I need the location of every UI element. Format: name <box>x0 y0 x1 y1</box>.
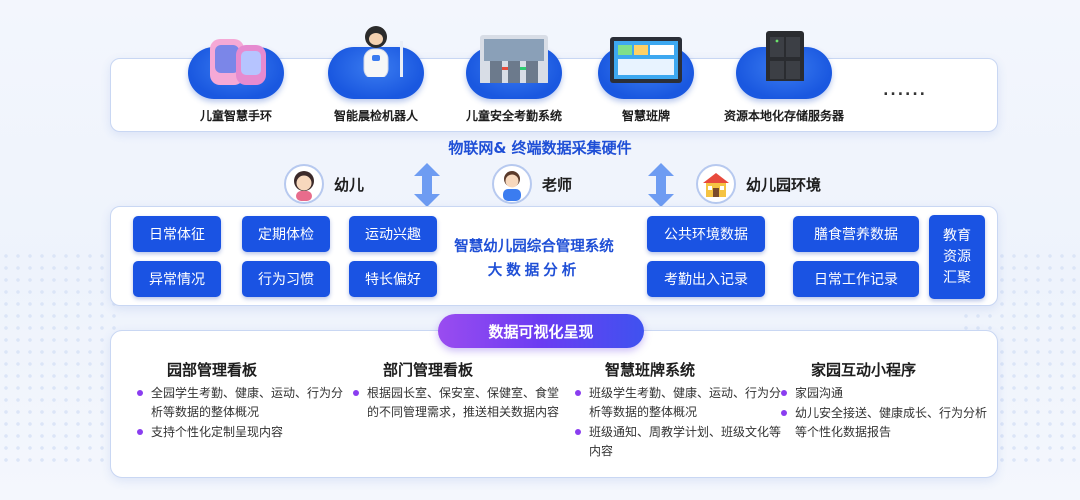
smart-watch-icon <box>210 39 266 85</box>
board-title: 园部管理看板 <box>167 361 258 379</box>
school-building-icon <box>696 164 736 204</box>
board-item-text: 幼儿安全接送、健康成长、行为分析等个性化数据报告 <box>795 406 988 439</box>
hardware-item-gate[interactable]: 儿童安全考勤系统 <box>439 35 589 124</box>
gate-pill <box>466 35 562 99</box>
board-title: 家园互动小程序 <box>811 361 917 379</box>
more-hardware-ellipsis: ...... <box>883 83 927 99</box>
board-item-text: 家园沟通 <box>795 386 844 400</box>
bidirectional-arrow-icon <box>648 163 674 207</box>
board-item-text: 支持个性化定制呈现内容 <box>151 425 284 439</box>
visualization-header: 数据可视化呈现 <box>438 314 644 348</box>
board-item: 全园学生考勤、健康、运动、行为分析等数据的整体概况 <box>135 384 345 422</box>
tag-daily-signs[interactable]: 日常体征 <box>133 216 221 252</box>
board-item: 支持个性化定制呈现内容 <box>135 423 345 442</box>
bullet-icon <box>353 390 359 396</box>
tag-attendance-records[interactable]: 考勤出入记录 <box>647 261 765 297</box>
tag-behavior-habits[interactable]: 行为习惯 <box>242 261 330 297</box>
bidirectional-arrow-icon <box>414 163 440 207</box>
hardware-label: 资源本地化存储服务器 <box>723 109 844 123</box>
board-item-text: 班级学生考勤、健康、运动、行为分析等数据的整体概况 <box>589 386 782 419</box>
board-item-text: 根据园长室、保安室、保健室、食堂的不同管理需求，推送相关数据内容 <box>367 386 560 419</box>
board-item-list: 根据园长室、保安室、保健室、食堂的不同管理需求，推送相关数据内容 <box>351 384 561 422</box>
role-label: 幼儿园环境 <box>746 175 822 194</box>
iot-caption: 物联网& 终端数据采集硬件 <box>448 139 632 157</box>
board-title: 部门管理看板 <box>383 361 474 379</box>
visualization-panel: 园部管理看板 全园学生考勤、健康、运动、行为分析等数据的整体概况 支持个性化定制… <box>110 330 998 478</box>
tag-sports-interest[interactable]: 运动兴趣 <box>349 216 437 252</box>
smart-board-icon <box>610 37 682 83</box>
attendance-gate-icon <box>480 35 548 83</box>
board-item: 根据园长室、保安室、保健室、食堂的不同管理需求，推送相关数据内容 <box>351 384 561 422</box>
board-pill <box>598 37 694 99</box>
tag-meal-nutrition[interactable]: 膳食营养数据 <box>793 216 919 252</box>
bullet-icon <box>575 390 581 396</box>
board-item-list: 全园学生考勤、健康、运动、行为分析等数据的整体概况 支持个性化定制呈现内容 <box>135 384 345 442</box>
board-home-school-miniapp[interactable]: 家园互动小程序 家园沟通 幼儿安全接送、健康成长、行为分析等个性化数据报告 <box>779 359 989 443</box>
hardware-item-watch[interactable]: 儿童智慧手环 <box>161 39 311 124</box>
board-department-management[interactable]: 部门管理看板 根据园长室、保安室、保健室、食堂的不同管理需求，推送相关数据内容 <box>351 359 561 423</box>
tag-talents[interactable]: 特长偏好 <box>349 261 437 297</box>
system-title-sub: 大数据分析 <box>487 263 581 279</box>
board-item: 幼儿安全接送、健康成长、行为分析等个性化数据报告 <box>779 404 989 442</box>
decorative-dots-left <box>0 250 120 470</box>
role-label: 幼儿 <box>334 175 365 194</box>
tag-daily-work[interactable]: 日常工作记录 <box>793 261 919 297</box>
role-label: 老师 <box>542 175 573 194</box>
analytics-panel: 日常体征 定期体检 运动兴趣 异常情况 行为习惯 特长偏好 智慧幼儿园综合管理系… <box>110 206 998 306</box>
hardware-item-smart-board[interactable]: 智慧班牌 <box>571 37 721 124</box>
robot-icon <box>363 26 403 77</box>
tag-regular-checkup[interactable]: 定期体检 <box>242 216 330 252</box>
board-title: 智慧班牌系统 <box>605 361 696 379</box>
board-item: 班级学生考勤、健康、运动、行为分析等数据的整体概况 <box>573 384 783 422</box>
hardware-label: 儿童安全考勤系统 <box>465 109 562 123</box>
tag-public-environment[interactable]: 公共环境数据 <box>647 216 765 252</box>
board-item: 班级通知、周教学计划、班级文化等内容 <box>573 423 783 461</box>
storage-server-icon <box>766 31 804 81</box>
hardware-label: 智能晨检机器人 <box>333 109 418 123</box>
server-pill <box>736 31 832 99</box>
bullet-icon <box>137 429 143 435</box>
board-item-list: 班级学生考勤、健康、运动、行为分析等数据的整体概况 班级通知、周教学计划、班级文… <box>573 384 783 461</box>
role-child[interactable]: 幼儿 <box>284 164 364 204</box>
board-item-text: 班级通知、周教学计划、班级文化等内容 <box>589 425 782 458</box>
robot-pill <box>328 26 424 99</box>
hardware-label: 儿童智慧手环 <box>199 109 272 123</box>
tag-education-resources[interactable]: 教育资源汇聚 <box>929 215 985 299</box>
bullet-icon <box>137 390 143 396</box>
bullet-icon <box>781 410 787 416</box>
board-smart-class-system[interactable]: 智慧班牌系统 班级学生考勤、健康、运动、行为分析等数据的整体概况 班级通知、周教… <box>573 359 783 462</box>
board-campus-management[interactable]: 园部管理看板 全园学生考勤、健康、运动、行为分析等数据的整体概况 支持个性化定制… <box>135 359 345 443</box>
hardware-panel: 儿童智慧手环 智能晨检机器人 儿 <box>110 26 998 132</box>
board-item-text: 全园学生考勤、健康、运动、行为分析等数据的整体概况 <box>151 386 344 419</box>
hardware-label: 智慧班牌 <box>621 109 670 123</box>
system-title-main: 智慧幼儿园综合管理系统 <box>454 239 614 255</box>
role-teacher[interactable]: 老师 <box>492 164 572 204</box>
hardware-item-server[interactable]: 资源本地化存储服务器 <box>709 31 859 124</box>
child-avatar-icon <box>284 164 324 204</box>
bullet-icon <box>781 390 787 396</box>
tag-abnormal-status[interactable]: 异常情况 <box>133 261 221 297</box>
system-title: 智慧幼儿园综合管理系统 大数据分析 <box>427 235 641 283</box>
watch-pill <box>188 39 284 99</box>
board-item: 家园沟通 <box>779 384 989 403</box>
bullet-icon <box>575 429 581 435</box>
hardware-item-robot[interactable]: 智能晨检机器人 <box>301 26 451 124</box>
board-item-list: 家园沟通 幼儿安全接送、健康成长、行为分析等个性化数据报告 <box>779 384 989 442</box>
teacher-avatar-icon <box>492 164 532 204</box>
role-environment[interactable]: 幼儿园环境 <box>696 164 821 204</box>
